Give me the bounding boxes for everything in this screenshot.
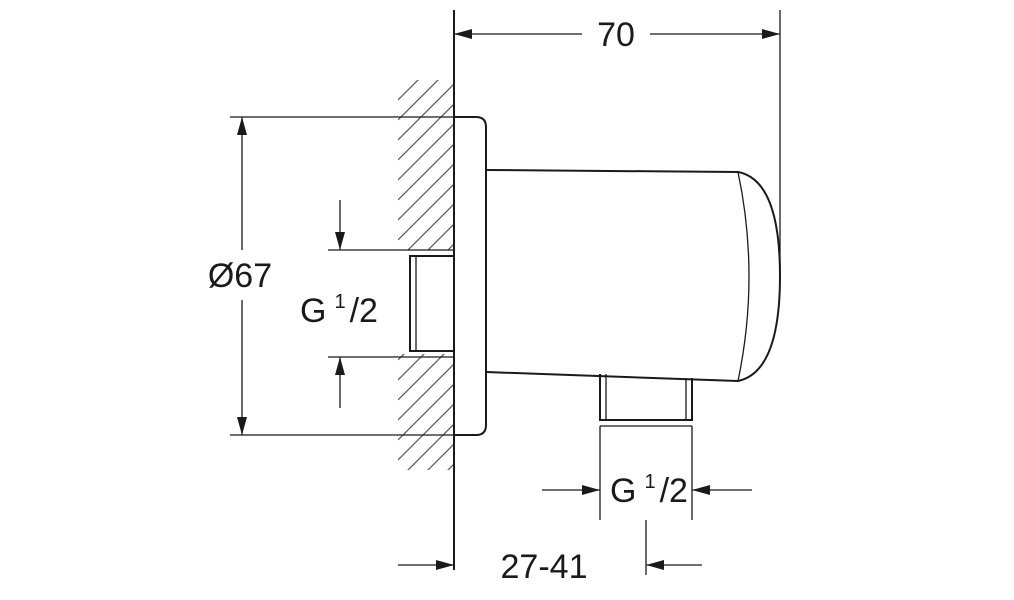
dimension-27-41-label: 27-41 — [501, 548, 588, 586]
inlet-thread-label: G 1 /2 — [300, 291, 378, 330]
dimension-27-41: 27-41 — [398, 520, 702, 586]
dimension-diameter-67: Ø67 — [208, 116, 454, 436]
wall-hatching — [398, 80, 454, 470]
rosette-flange — [454, 116, 487, 436]
outlet-thread-label: G 1 /2 — [610, 471, 688, 510]
dimension-outlet-thread: G 1 /2 — [542, 426, 752, 520]
elbow-body — [485, 169, 782, 383]
dimension-diameter-67-label: Ø67 — [208, 257, 272, 295]
dimension-70-label: 70 — [597, 16, 635, 54]
dimension-70: 70 — [454, 10, 781, 270]
inlet-thread — [404, 249, 455, 358]
dimension-inlet-thread: G 1 /2 — [300, 200, 404, 408]
body-end-curve — [737, 171, 750, 382]
outlet-thread — [599, 374, 693, 427]
